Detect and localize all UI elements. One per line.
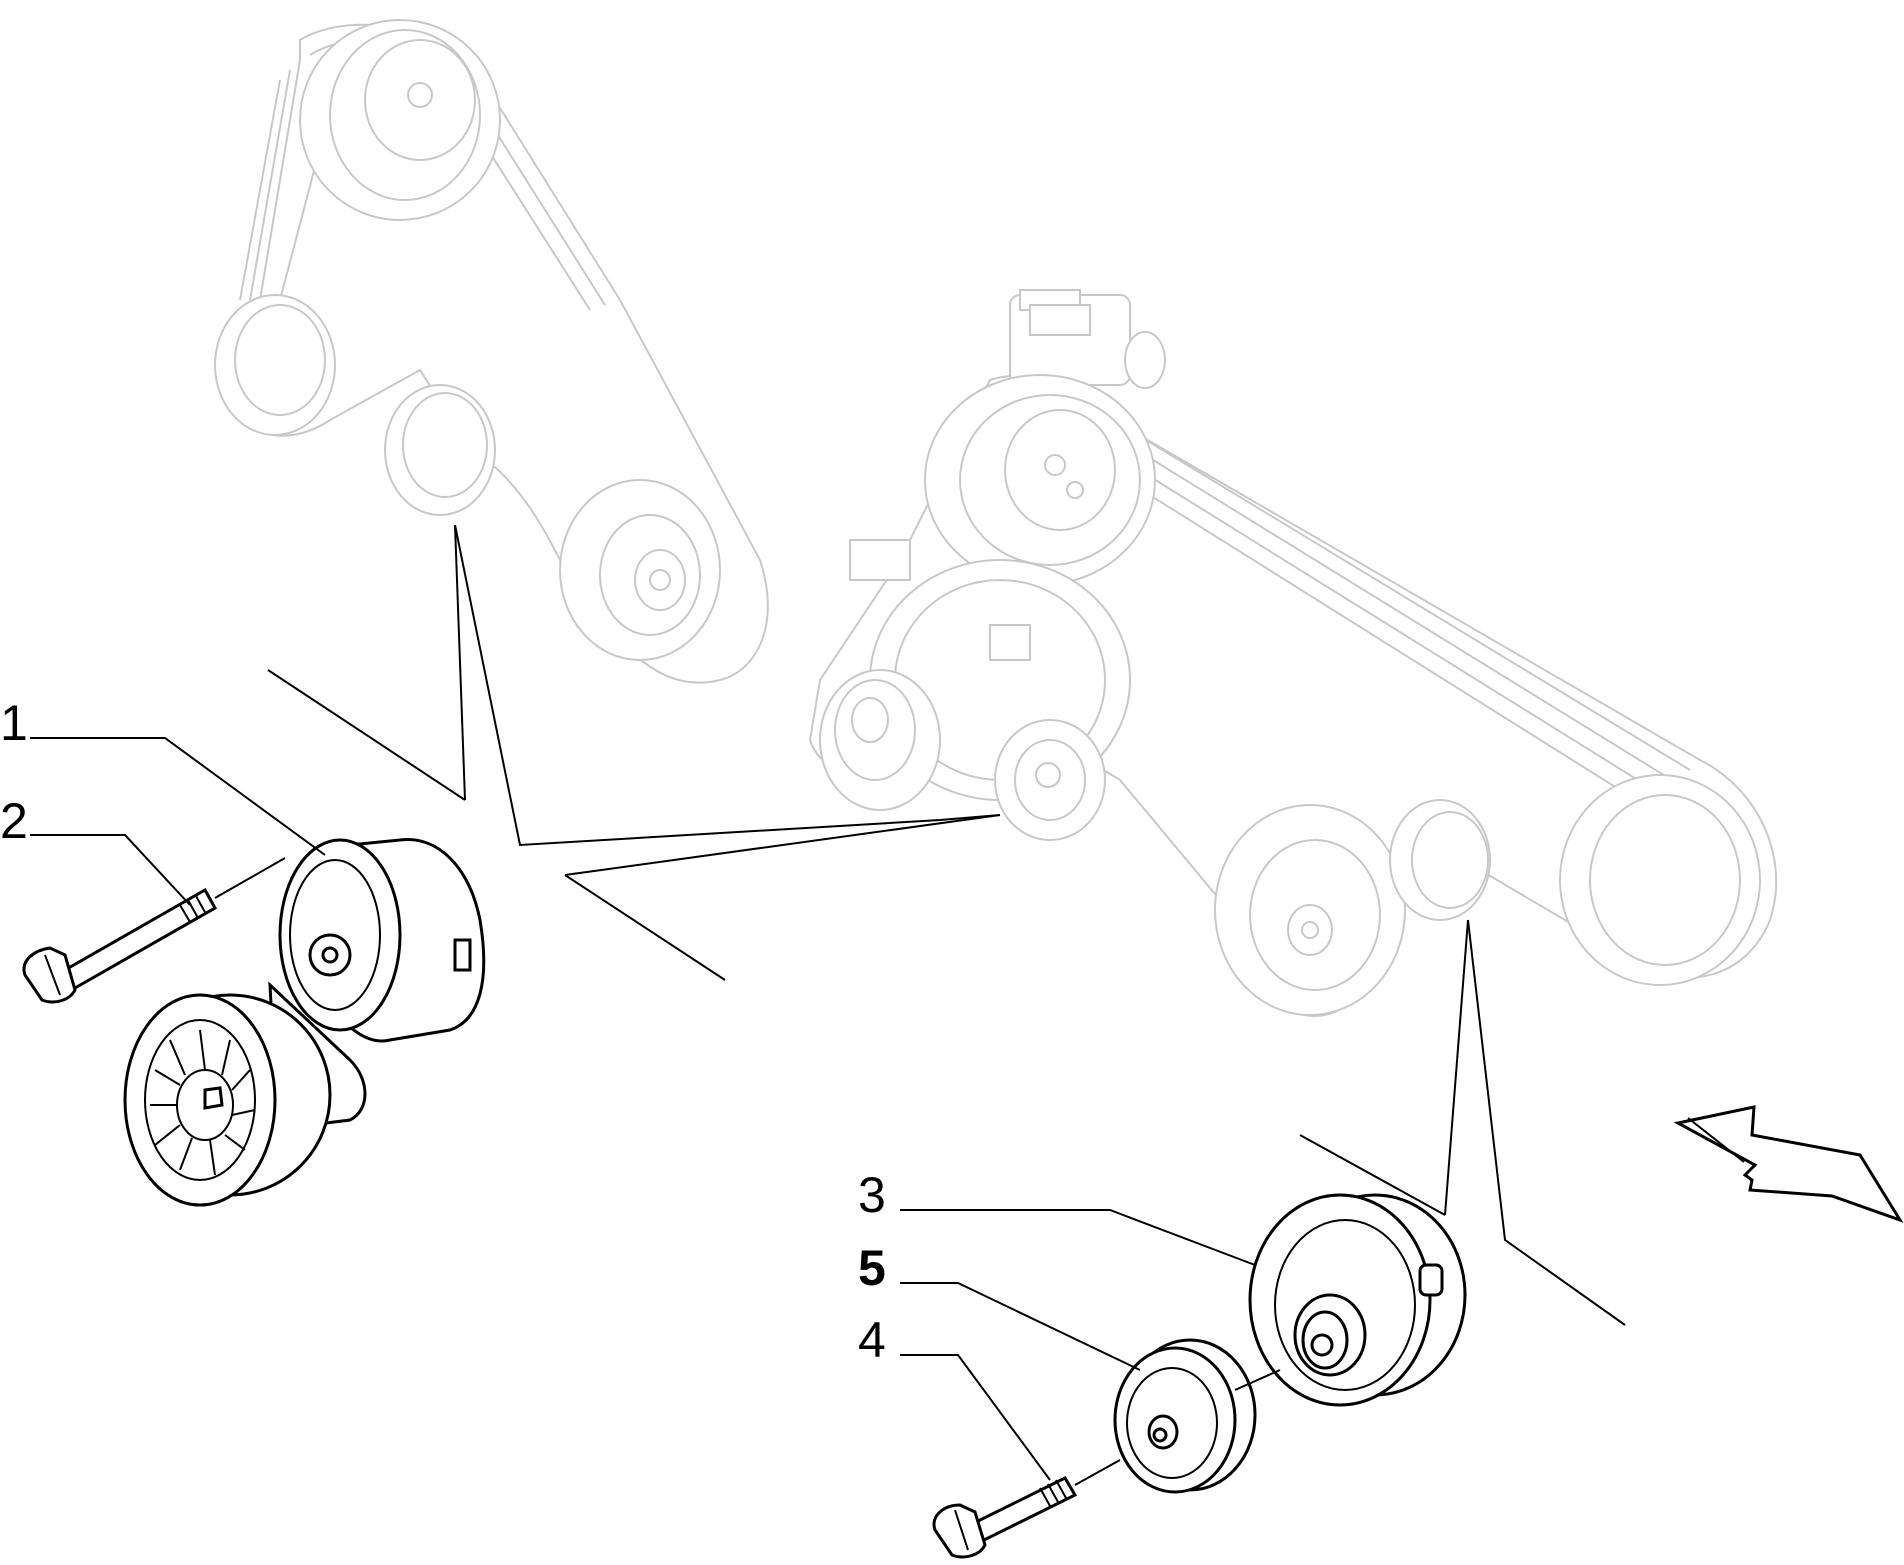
callout-5-leader [900, 1282, 1141, 1371]
callout-leaders [30, 737, 1256, 1481]
part-2-bolt [22, 857, 286, 1004]
callout-5: 5 [858, 1240, 886, 1296]
bolt-head [932, 1503, 987, 1559]
part-4-bolt [932, 1459, 1121, 1559]
bolt-head [22, 946, 77, 1004]
direction-arrow-icon [1673, 1105, 1904, 1223]
part-1-belt-tensioner [123, 838, 486, 1207]
callout-2: 2 [0, 793, 28, 849]
part-3-idler-pulley [1248, 1193, 1467, 1407]
callout-1-leader [30, 737, 326, 856]
callout-4-leader [900, 1354, 1051, 1481]
callout-3-leader [900, 1209, 1256, 1266]
center-belt-assembly-ghost [808, 289, 1778, 1017]
part-5-pulley-cover [1113, 1338, 1281, 1494]
left-belt-assembly-ghost [214, 19, 769, 684]
callout-1: 1 [0, 695, 28, 751]
callout-2-leader [30, 834, 191, 906]
bolt-shank [62, 887, 218, 991]
callout-3: 3 [858, 1167, 886, 1223]
callout-labels: 1 2 3 5 4 [0, 695, 886, 1368]
callout-4: 4 [858, 1312, 886, 1368]
explosion-lines [267, 524, 1626, 1326]
